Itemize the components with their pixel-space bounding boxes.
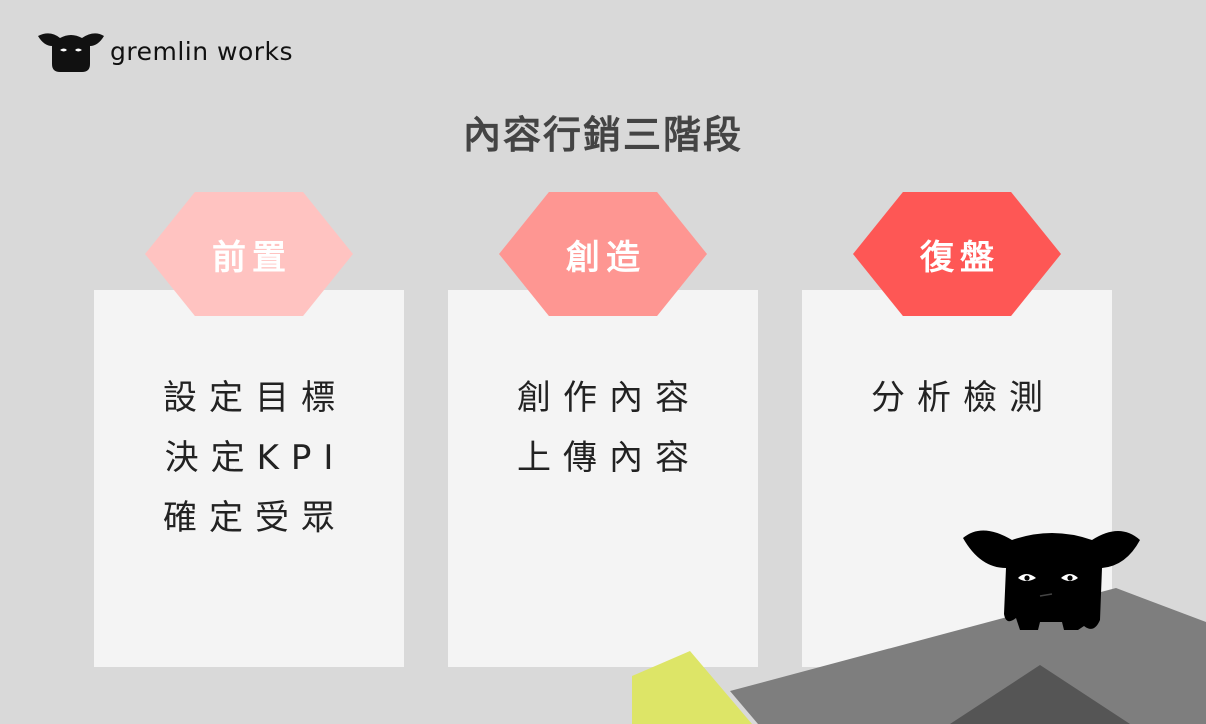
stage-1-line-2: 決定KPI	[164, 438, 346, 478]
stage-1-line-3: 確定受眾	[163, 498, 347, 538]
stage-2-line-2: 上傳內容	[517, 438, 701, 478]
stage-3-line-1: 分析檢測	[871, 378, 1055, 418]
stage-card-1: 設定目標 決定KPI 確定受眾	[94, 290, 404, 667]
stage-3-hexagon	[853, 192, 1061, 316]
stage-3-label: 復盤	[920, 237, 1000, 278]
mountain-shadow-shape	[950, 665, 1130, 724]
stage-2-label: 創造	[566, 237, 646, 278]
page-title: 內容行銷三階段	[462, 113, 743, 157]
gremlin-mascot-icon	[38, 33, 104, 72]
stage-1-label: 前置	[212, 237, 292, 278]
stage-1-hexagon	[145, 192, 353, 316]
stage-card-3: 分析檢測	[802, 290, 1112, 667]
stage-2-line-1: 創作內容	[517, 378, 701, 418]
stage-1-line-1: 設定目標	[163, 378, 347, 418]
brand-name: gremlin works	[110, 36, 294, 66]
stage-card-2: 創作內容 上傳內容	[448, 290, 758, 667]
brand: gremlin works	[36, 26, 293, 76]
stage-2-hexagon	[499, 192, 707, 316]
